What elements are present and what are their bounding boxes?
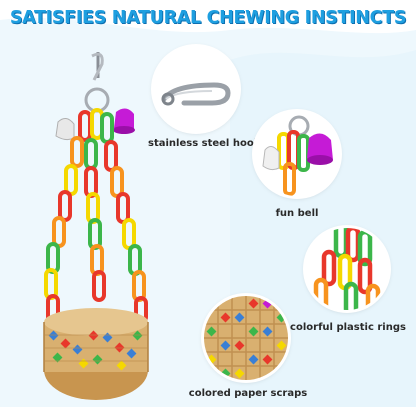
paper-scraps-ball-icon [43, 308, 149, 400]
callout-steel-hook [154, 47, 238, 131]
bell-icon [55, 108, 135, 141]
steel-hook-icon [84, 52, 110, 113]
feature-label-paper-scraps: colored paper scraps [188, 388, 308, 399]
steel-hook-icon [154, 47, 238, 131]
bell-icon [255, 112, 339, 196]
callout-paper-scraps [204, 296, 288, 380]
paper-scraps-ball-icon [204, 296, 288, 380]
plastic-rings-icon [44, 108, 148, 324]
headline: SATISFIES NATURAL CHEWING INSTINCTS [9, 8, 407, 28]
callout-fun-bell [255, 112, 339, 196]
plastic-rings-icon [306, 228, 388, 310]
product-toy-image [43, 52, 149, 400]
callout-plastic-rings [306, 228, 388, 310]
feature-label-steel-hook: stainless steel hook [148, 138, 261, 149]
feature-label-fun-bell: fun bell [275, 208, 319, 219]
feature-label-plastic-rings: colorful plastic rings [290, 322, 406, 333]
